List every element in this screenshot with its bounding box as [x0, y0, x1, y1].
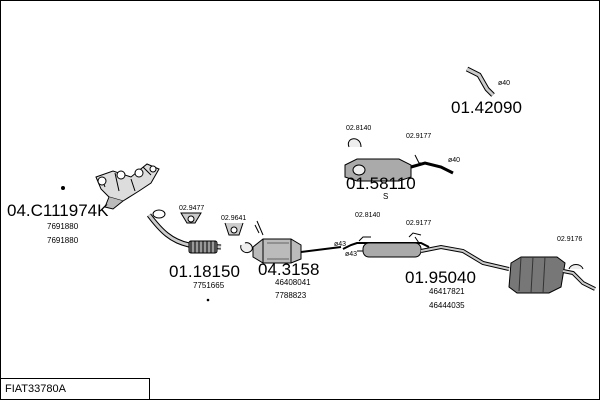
part-ref-front-pipe: 7751665	[193, 281, 225, 290]
alt-middle-silencer-drawing	[344, 138, 454, 182]
rear-silencer-drawing	[508, 256, 596, 294]
middle-silencer-drawing	[342, 232, 510, 271]
document-number-box: FIAT33780A	[1, 378, 150, 399]
accessory-label-6: 02.9177	[406, 220, 432, 227]
part-ref-catalytic-1: 46408041	[275, 278, 311, 287]
part-ref-middle-silencer-1: 46417821	[429, 287, 465, 296]
front-pipe-drawing	[147, 209, 222, 302]
catalytic-converter-drawing	[252, 238, 342, 264]
part-ref-manifold-1: 7691880	[47, 222, 79, 231]
accessory-label-1: 02.9477	[179, 205, 205, 212]
part-number-manifold: 04.C111974K	[7, 201, 109, 220]
manifold-drawing	[61, 163, 160, 210]
part-number-alt-middle-silencer: 01.58110	[346, 174, 416, 193]
part-number-middle-silencer: 01.95040	[405, 268, 476, 287]
part-ref-catalytic-2: 7788823	[275, 291, 307, 300]
accessory-label-4: 02.9177	[406, 133, 432, 140]
part-ref-manifold-2: 7691880	[47, 236, 79, 245]
part-number-catalytic-converter: 04.3158	[258, 260, 320, 279]
part-number-front-pipe: 01.18150	[169, 262, 240, 281]
gasket-drawing	[180, 212, 264, 254]
accessory-label-7: 02.9176	[557, 236, 583, 243]
pipe-diameter-1: ø40	[498, 80, 511, 87]
part-number-tail-pipe: 01.42090	[451, 98, 522, 117]
document-number: FIAT33780A	[5, 383, 66, 395]
accessory-label-5: 02.8140	[355, 212, 381, 219]
accessory-label-2: 02.9641	[221, 215, 247, 222]
accessory-label-3: 02.8140	[346, 125, 372, 132]
pipe-diameter-4: ø43	[345, 251, 358, 258]
pipe-diameter-2: ø40	[448, 157, 461, 164]
part-ref-middle-silencer-2: 46444035	[429, 301, 465, 310]
pipe-diameter-3: ø43	[334, 241, 347, 248]
part-ref-alt-middle-silencer: S	[383, 192, 389, 201]
tail-pipe-drawing	[465, 66, 495, 97]
